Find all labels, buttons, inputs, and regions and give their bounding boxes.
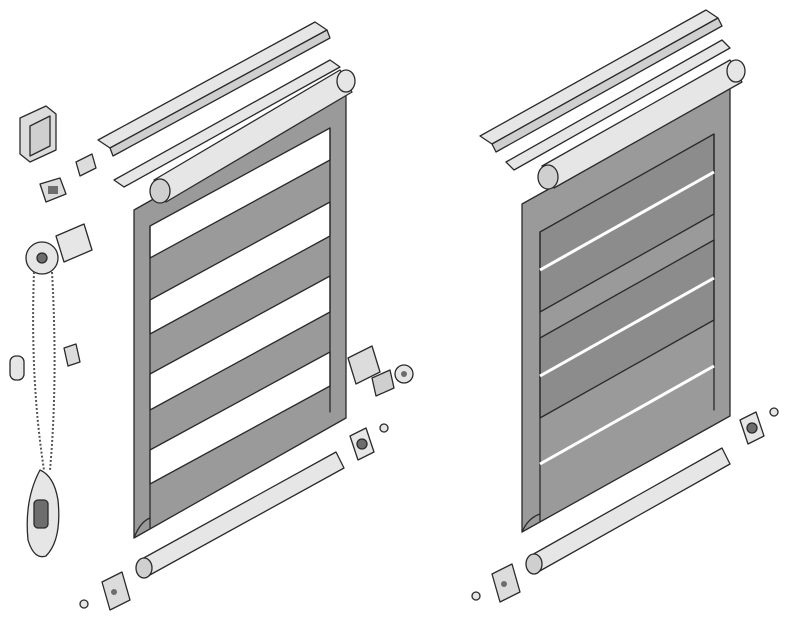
left-top-profile bbox=[97, 21, 341, 188]
left-end-cap bbox=[79, 571, 131, 611]
right-end-cap bbox=[471, 563, 521, 603]
wall-bracket bbox=[19, 105, 97, 177]
right-top-profile bbox=[479, 9, 731, 171]
chain-tensioner bbox=[63, 343, 81, 367]
ceiling-bracket bbox=[347, 345, 414, 397]
chain-stopper bbox=[9, 355, 25, 381]
left-blind-assembly bbox=[9, 21, 414, 611]
right-blind-assembly bbox=[471, 9, 779, 603]
right-idle-end-plug bbox=[739, 407, 779, 445]
right-fabric-panel bbox=[521, 87, 731, 533]
right-bottom-bar bbox=[525, 447, 731, 575]
bead-chain bbox=[32, 271, 56, 471]
left-idle-end-plug bbox=[349, 423, 389, 461]
left-bottom-bar bbox=[135, 451, 345, 579]
clip-part bbox=[39, 177, 67, 203]
right-fabric-roller bbox=[537, 59, 746, 190]
left-fabric-roller bbox=[149, 69, 356, 204]
left-fabric-panel bbox=[133, 89, 347, 539]
chain-control-unit bbox=[25, 223, 93, 275]
chain-weight bbox=[26, 469, 60, 558]
